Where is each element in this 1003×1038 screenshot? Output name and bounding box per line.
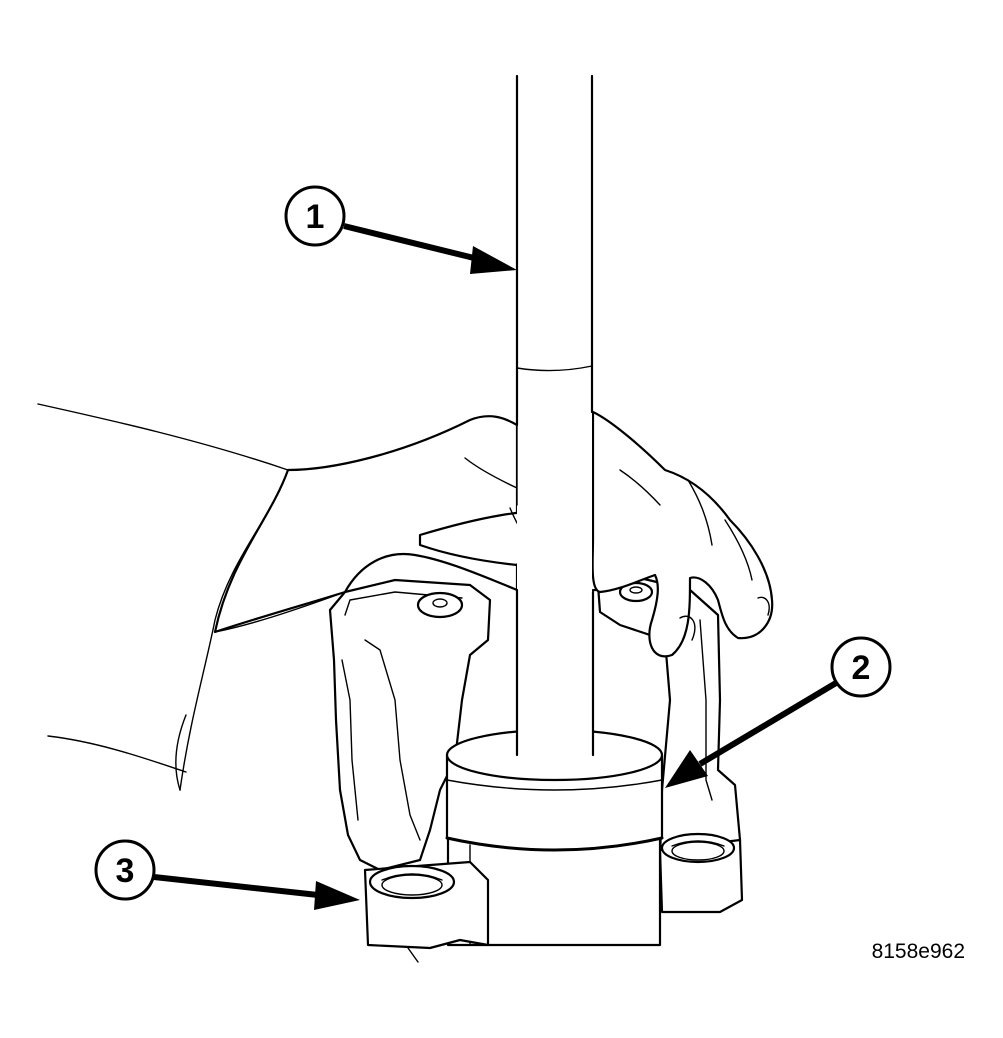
- callout-3-leader: [153, 874, 319, 898]
- callout-1-arrowhead: [470, 246, 517, 274]
- callout-2-leader: [698, 680, 838, 767]
- callout-2-arrowhead: [665, 750, 708, 788]
- caliper-housing: [328, 576, 744, 963]
- callout-1-circle: [284, 185, 346, 247]
- driver-handle: [515, 74, 595, 757]
- callout-2: 2: [665, 636, 892, 788]
- callout-1-leader: [343, 223, 479, 262]
- callout-1-number: 1: [306, 198, 325, 236]
- figure-code: 8158e962: [872, 940, 965, 963]
- caliper-piston: [445, 728, 664, 852]
- callout-3-circle: [94, 839, 156, 901]
- callout-3: 3: [94, 839, 360, 910]
- callout-3-arrowhead: [314, 881, 360, 910]
- callout-1: 1: [284, 185, 517, 274]
- callout-2-circle: [830, 636, 892, 698]
- callout-3-number: 3: [116, 852, 135, 890]
- callout-2-number: 2: [852, 649, 871, 687]
